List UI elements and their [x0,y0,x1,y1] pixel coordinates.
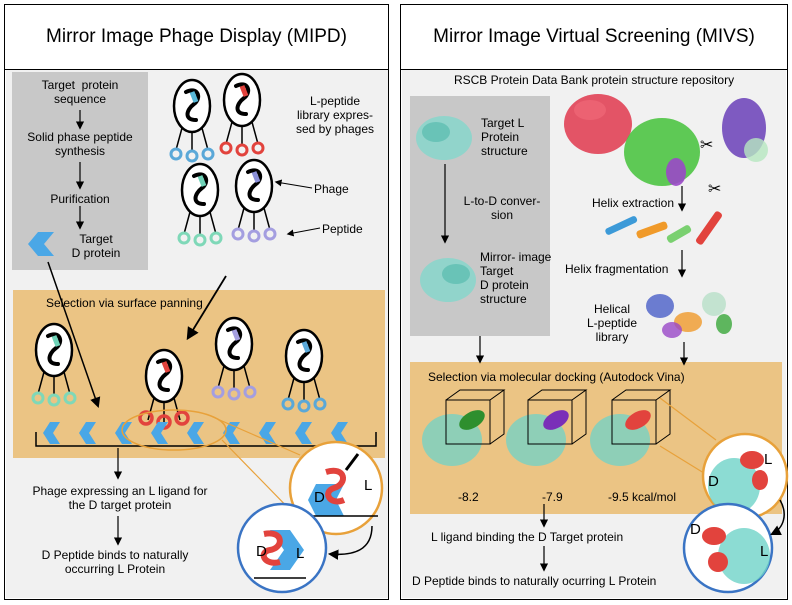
selection-phage-bound [138,348,190,430]
pdb-protein-red [564,94,632,154]
docking-pose-3 [590,389,672,466]
mivs-score-2: -7.9 [542,490,563,504]
mivs-helical-library: Helical L-peptide library [586,302,638,344]
scissors-icon-2: ✂ [708,179,721,198]
zoom-connector-1 [205,413,301,456]
phage-label-pointer [274,179,313,189]
mivs-result-ligand: L ligand binding the D Target protein [431,530,624,544]
pdb-protein-green [624,118,700,186]
mivs-helix-extraction: Helix extraction [592,196,675,210]
mipd-selection-box [13,290,385,458]
surface-chevrons [43,422,348,444]
zoom-highlight-ellipse [121,409,227,451]
docking-pose-1 [422,389,506,466]
library-phage-2 [219,72,265,157]
mivs-result-d-peptide: D Peptide binds to naturally ocurring L … [412,574,657,588]
library-phage-4 [231,158,277,243]
mivs-zoom-bottom-d: D [690,521,701,538]
selection-phage-4 [281,328,327,413]
mivs-conversion-label: L-to-D conver- sion [463,194,541,222]
mivs-arrow-zoom-top-to-bottom [770,499,785,535]
mipd-zoom-top-l: L [364,477,372,494]
library-phage-1 [169,78,215,163]
mivs-selection-label: Selection via molecular docking (Autodoc… [428,370,685,384]
mipd-peptide-label: Peptide [322,222,363,236]
mivs-helix-fragmentation: Helix fragmentation [565,262,669,276]
mirror-d-structure-image [420,258,476,302]
mipd-result-d-peptide: D Peptide binds to naturally occurring L… [41,548,189,576]
mipd-step-target-d-protein: Target D protein [71,232,121,260]
scissors-icon-1: ✂ [700,135,713,154]
mivs-zoom-top-l: L [764,451,772,468]
peptide-label-pointer [286,227,321,237]
mivs-zoom-circle-top [701,432,789,520]
mipd-zoom-circle-top [288,440,384,536]
mipd-zoom-bottom-l: L [296,545,304,562]
mivs-title: Mirror Image Virtual Screening (MIVS) [401,5,787,70]
selection-phage-1 [31,322,77,407]
mivs-repo-label: RSCB Protein Data Bank protein structure… [453,73,735,87]
mipd-step-target-sequence: Target protein sequence [41,78,119,106]
mivs-score-3: -9.5 kcal/mol [608,490,677,504]
mivs-score-1: -8.2 [458,490,479,504]
arrow-library-to-selection [186,275,227,341]
library-phage-3 [177,162,223,247]
arrow-target-to-selection [47,261,101,408]
mipd-result-phage-ligand: Phage expressing an L ligand for the D t… [32,484,208,512]
pdb-protein-purple [722,98,768,162]
arrow-zoom-top-to-bottom [327,525,373,560]
mipd-library-label: L-peptide library expres- sed by phages [295,94,375,136]
mipd-title: Mirror Image Phage Display (MIPD) [5,5,388,70]
mivs-zoom-top-d: D [708,473,719,490]
mipd-selection-label: Selection via surface panning [46,296,203,310]
mivs-zoom-circle-bottom [682,502,774,594]
mipd-zoom-bottom-d: D [256,543,267,560]
mipd-step-spps: Solid phase peptide synthesis [27,130,133,158]
mivs-target-l-structure: Target L Protein structure [481,116,528,158]
mivs-zoom-connector-1 [659,397,717,441]
extracted-helices-image [605,211,722,245]
docking-pose-2 [506,389,588,466]
target-l-structure-image [416,116,472,160]
mipd-step-purification: Purification [50,192,110,206]
mipd-zoom-top-d: D [314,489,325,506]
selection-phage-3 [211,316,257,401]
mipd-phage-label: Phage [314,182,349,196]
mivs-zoom-bottom-l: L [760,543,768,560]
helical-library-image [646,292,732,338]
target-d-protein-chevron [28,232,54,256]
mivs-mirror-target: Mirror- image Target D protein structure [480,250,552,306]
mipd-zoom-circle-bottom [236,502,328,594]
